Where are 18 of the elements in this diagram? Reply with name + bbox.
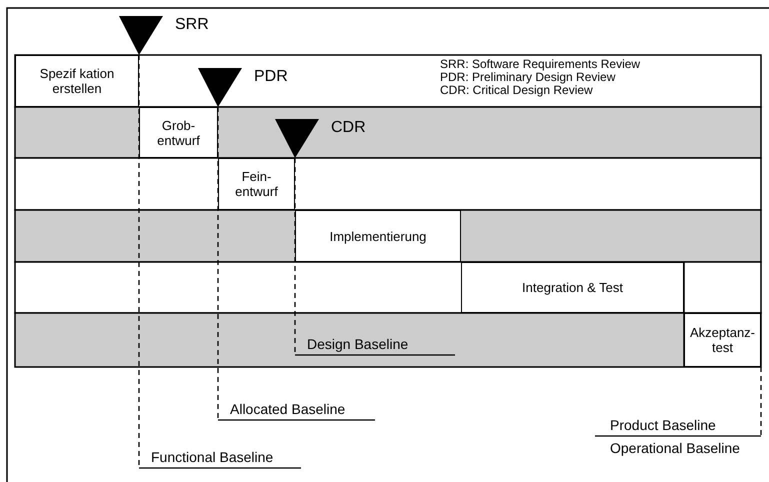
milestone-label: PDR [254, 68, 288, 86]
task-bar: Implementierung [295, 210, 461, 262]
task-bar: Spezif kation erstellen [15, 55, 139, 107]
task-bar: Fein- entwurf [218, 158, 295, 210]
task-bar: Akzeptanz- test [684, 313, 761, 367]
abbreviation-note: CDR: Critical Design Review [440, 84, 593, 97]
baseline-label: Product Baseline [595, 410, 761, 436]
baseline-label: Allocated Baseline [218, 394, 375, 420]
task-bar: Integration & Test [461, 262, 684, 313]
abbreviation-note: PDR: Preliminary Design Review [440, 71, 616, 84]
leader-line [760, 367, 762, 436]
baseline-label: Functional Baseline [139, 442, 301, 468]
baseline-label: Design Baseline [295, 329, 455, 355]
milestone-label: CDR [331, 119, 366, 137]
abbreviation-note: SRR: Software Requirements Review [440, 58, 640, 71]
task-bar: Grob- entwurf [139, 107, 218, 158]
baseline-label: Operational Baseline [610, 440, 740, 456]
milestone-label: SRR [175, 16, 209, 34]
